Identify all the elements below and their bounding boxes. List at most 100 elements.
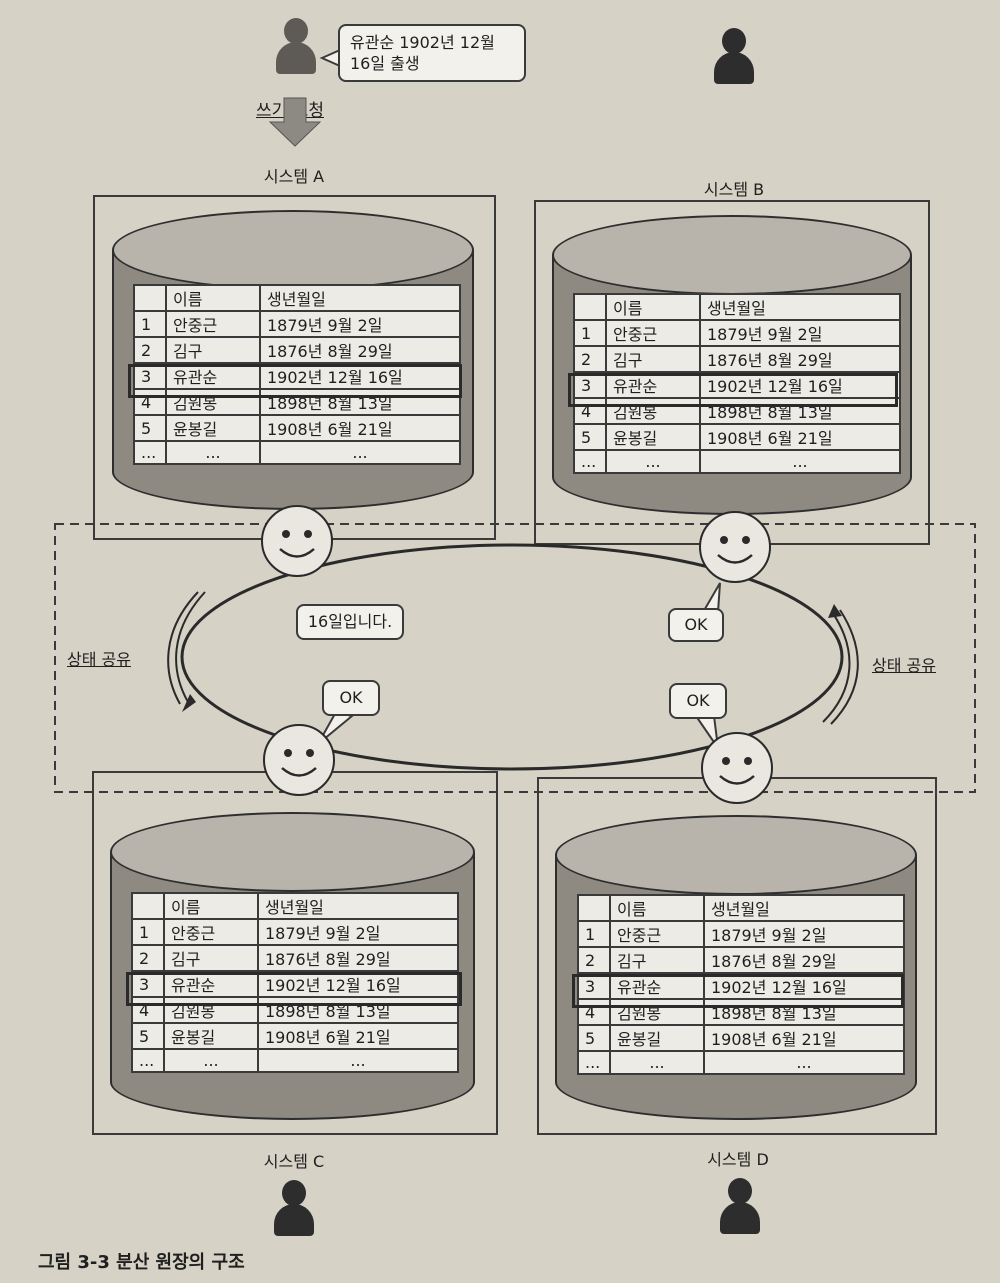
table-cell: ... bbox=[699, 449, 901, 474]
table-cell: 4 bbox=[573, 397, 607, 425]
node-d-smiley-icon bbox=[701, 732, 773, 804]
column-header: 이름 bbox=[605, 293, 701, 321]
table-row: ......... bbox=[133, 440, 461, 465]
column-header bbox=[577, 894, 611, 922]
table-cell: 1879년 9월 2일 bbox=[257, 918, 459, 946]
table-cell: 1898년 8월 13일 bbox=[699, 397, 901, 425]
table-cell: 1 bbox=[577, 920, 611, 948]
column-header: 이름 bbox=[163, 892, 259, 920]
table-cell: 1908년 6월 21일 bbox=[259, 414, 461, 442]
column-header bbox=[131, 892, 165, 920]
share-arrow-left bbox=[175, 591, 206, 703]
ok-bubble-d: OK bbox=[669, 683, 727, 719]
observer-person-icon-d bbox=[720, 1178, 760, 1234]
table-cell: 안중근 bbox=[609, 920, 705, 948]
table-cell: 5 bbox=[573, 423, 607, 451]
highlight-row-b bbox=[568, 373, 898, 407]
table-cell: 1876년 8월 29일 bbox=[703, 946, 905, 974]
column-header: 이름 bbox=[609, 894, 705, 922]
write-request-line2: 16일 출생 bbox=[350, 54, 420, 73]
table-cell: 5 bbox=[133, 414, 167, 442]
table-cell: 김원봉 bbox=[163, 996, 259, 1024]
table-cell: 1 bbox=[573, 319, 607, 347]
table-cell: 1 bbox=[131, 918, 165, 946]
table-cell: ... bbox=[605, 449, 701, 474]
table-cell: ... bbox=[163, 1048, 259, 1073]
column-header bbox=[133, 284, 167, 312]
share-label-left: 상태 공유 bbox=[67, 650, 131, 669]
table-cell: 1898년 8월 13일 bbox=[703, 998, 905, 1026]
table-cell: 김구 bbox=[609, 946, 705, 974]
table-cell: 윤봉길 bbox=[609, 1024, 705, 1052]
network-dashed-region bbox=[54, 523, 976, 793]
write-request-line1: 유관순 1902년 12월 bbox=[350, 33, 495, 52]
system-d-label: 시스템 D bbox=[707, 1150, 769, 1169]
table-cell: 1876년 8월 29일 bbox=[257, 944, 459, 972]
table-cell: 1876년 8월 29일 bbox=[699, 345, 901, 373]
table-cell: ... bbox=[609, 1050, 705, 1075]
table-cell: 1879년 9월 2일 bbox=[699, 319, 901, 347]
column-header: 생년월일 bbox=[257, 892, 459, 920]
table-cell: 2 bbox=[573, 345, 607, 373]
highlight-row-a bbox=[128, 364, 462, 398]
table-cell: 김원봉 bbox=[609, 998, 705, 1026]
table-cell: 김원봉 bbox=[165, 388, 261, 416]
ok-bubble-c: OK bbox=[322, 680, 380, 716]
writer-person-icon bbox=[276, 18, 316, 74]
node-b-smiley-icon bbox=[699, 511, 771, 583]
observer-person-icon-c bbox=[274, 1180, 314, 1236]
table-cell: 김구 bbox=[605, 345, 701, 373]
table-cell: 윤봉길 bbox=[165, 414, 261, 442]
observer-person-icon-b bbox=[714, 28, 754, 84]
highlight-row-c bbox=[126, 972, 462, 1006]
table-cell: 4 bbox=[131, 996, 165, 1024]
table-cell: 2 bbox=[131, 944, 165, 972]
write-request-bubble: 유관순 1902년 12월 16일 출생 bbox=[338, 24, 526, 82]
table-cell: 안중근 bbox=[605, 319, 701, 347]
table-cell: 1879년 9월 2일 bbox=[259, 310, 461, 338]
table-cell: 1876년 8월 29일 bbox=[259, 336, 461, 364]
table-cell: ... bbox=[703, 1050, 905, 1075]
table-cell: 2 bbox=[577, 946, 611, 974]
table-cell: 2 bbox=[133, 336, 167, 364]
highlight-row-d bbox=[572, 974, 904, 1008]
column-header: 이름 bbox=[165, 284, 261, 312]
table-cell: ... bbox=[257, 1048, 459, 1073]
table-cell: 윤봉길 bbox=[605, 423, 701, 451]
system-a-label: 시스템 A bbox=[263, 167, 325, 186]
ok-bubble-b: OK bbox=[668, 608, 724, 642]
table-cell: 안중근 bbox=[163, 918, 259, 946]
table-cell: ... bbox=[577, 1050, 611, 1075]
share-arrow-right bbox=[822, 611, 851, 723]
table-cell: 5 bbox=[131, 1022, 165, 1050]
table-row: ......... bbox=[577, 1050, 905, 1075]
table-cell: ... bbox=[133, 440, 167, 465]
table-cell: 윤봉길 bbox=[163, 1022, 259, 1050]
table-cell: 1908년 6월 21일 bbox=[257, 1022, 459, 1050]
proposal-bubble: 16일입니다. bbox=[296, 604, 404, 640]
table-cell: 1879년 9월 2일 bbox=[703, 920, 905, 948]
figure-caption: 그림 3-3 분산 원장의 구조 bbox=[38, 1252, 245, 1273]
system-b-label: 시스템 B bbox=[703, 180, 765, 199]
table-cell: 1908년 6월 21일 bbox=[699, 423, 901, 451]
